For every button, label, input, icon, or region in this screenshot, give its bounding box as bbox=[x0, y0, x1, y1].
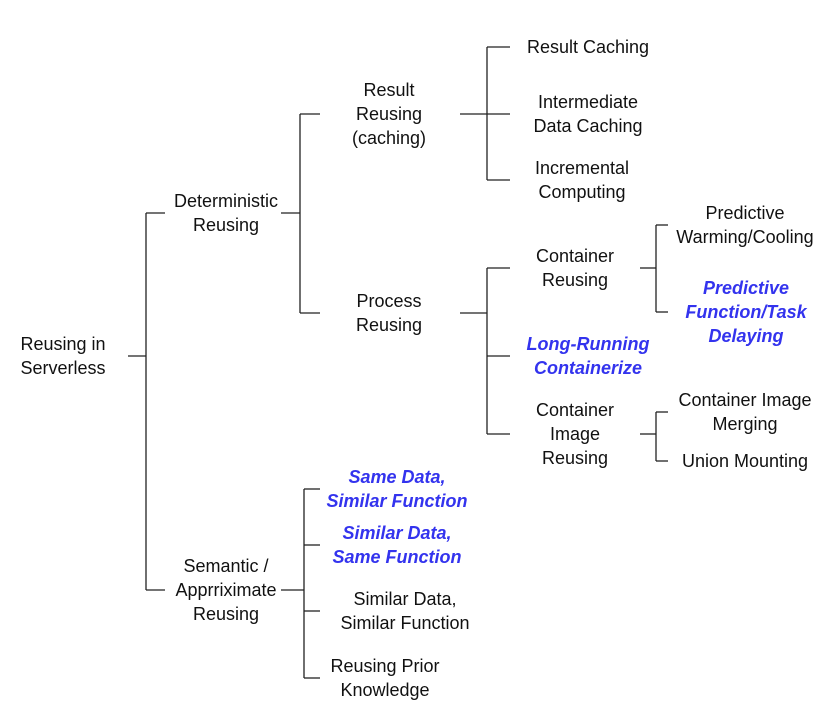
node-root: Reusing in Serverless bbox=[20, 334, 106, 378]
node-predictive-function-delaying: Predictive Function/Task Delaying bbox=[685, 278, 807, 346]
node-union-mounting: Union Mounting bbox=[681, 451, 809, 471]
node-same-data-similar-function: Same Data, Similar Function bbox=[326, 467, 468, 511]
node-container-image-merging: Container Image Merging bbox=[678, 390, 812, 434]
node-similar-data-similar-function: Similar Data, Similar Function bbox=[340, 589, 470, 633]
node-similar-data-same-function: Similar Data, Same Function bbox=[332, 523, 462, 567]
node-deterministic-reusing: Deterministic Reusing bbox=[173, 191, 279, 235]
node-semantic-reusing: Semantic / Apprriximate Reusing bbox=[175, 556, 277, 624]
node-incremental-computing: Incremental Computing bbox=[534, 158, 630, 202]
node-predictive-warming-cooling: Predictive Warming/Cooling bbox=[676, 203, 814, 247]
node-container-reusing: Container Reusing bbox=[535, 246, 615, 290]
node-long-running-containerize: Long-Running Containerize bbox=[526, 334, 650, 378]
node-intermediate-data-caching: Intermediate Data Caching bbox=[533, 92, 643, 136]
node-process-reusing: Process Reusing bbox=[355, 291, 423, 335]
node-container-image-reusing: Container Image Reusing bbox=[535, 400, 615, 468]
node-result-reusing: Result Reusing (caching) bbox=[351, 80, 427, 148]
node-reusing-prior-knowledge: Reusing Prior Knowledge bbox=[330, 656, 440, 700]
node-result-caching: Result Caching bbox=[526, 37, 650, 57]
